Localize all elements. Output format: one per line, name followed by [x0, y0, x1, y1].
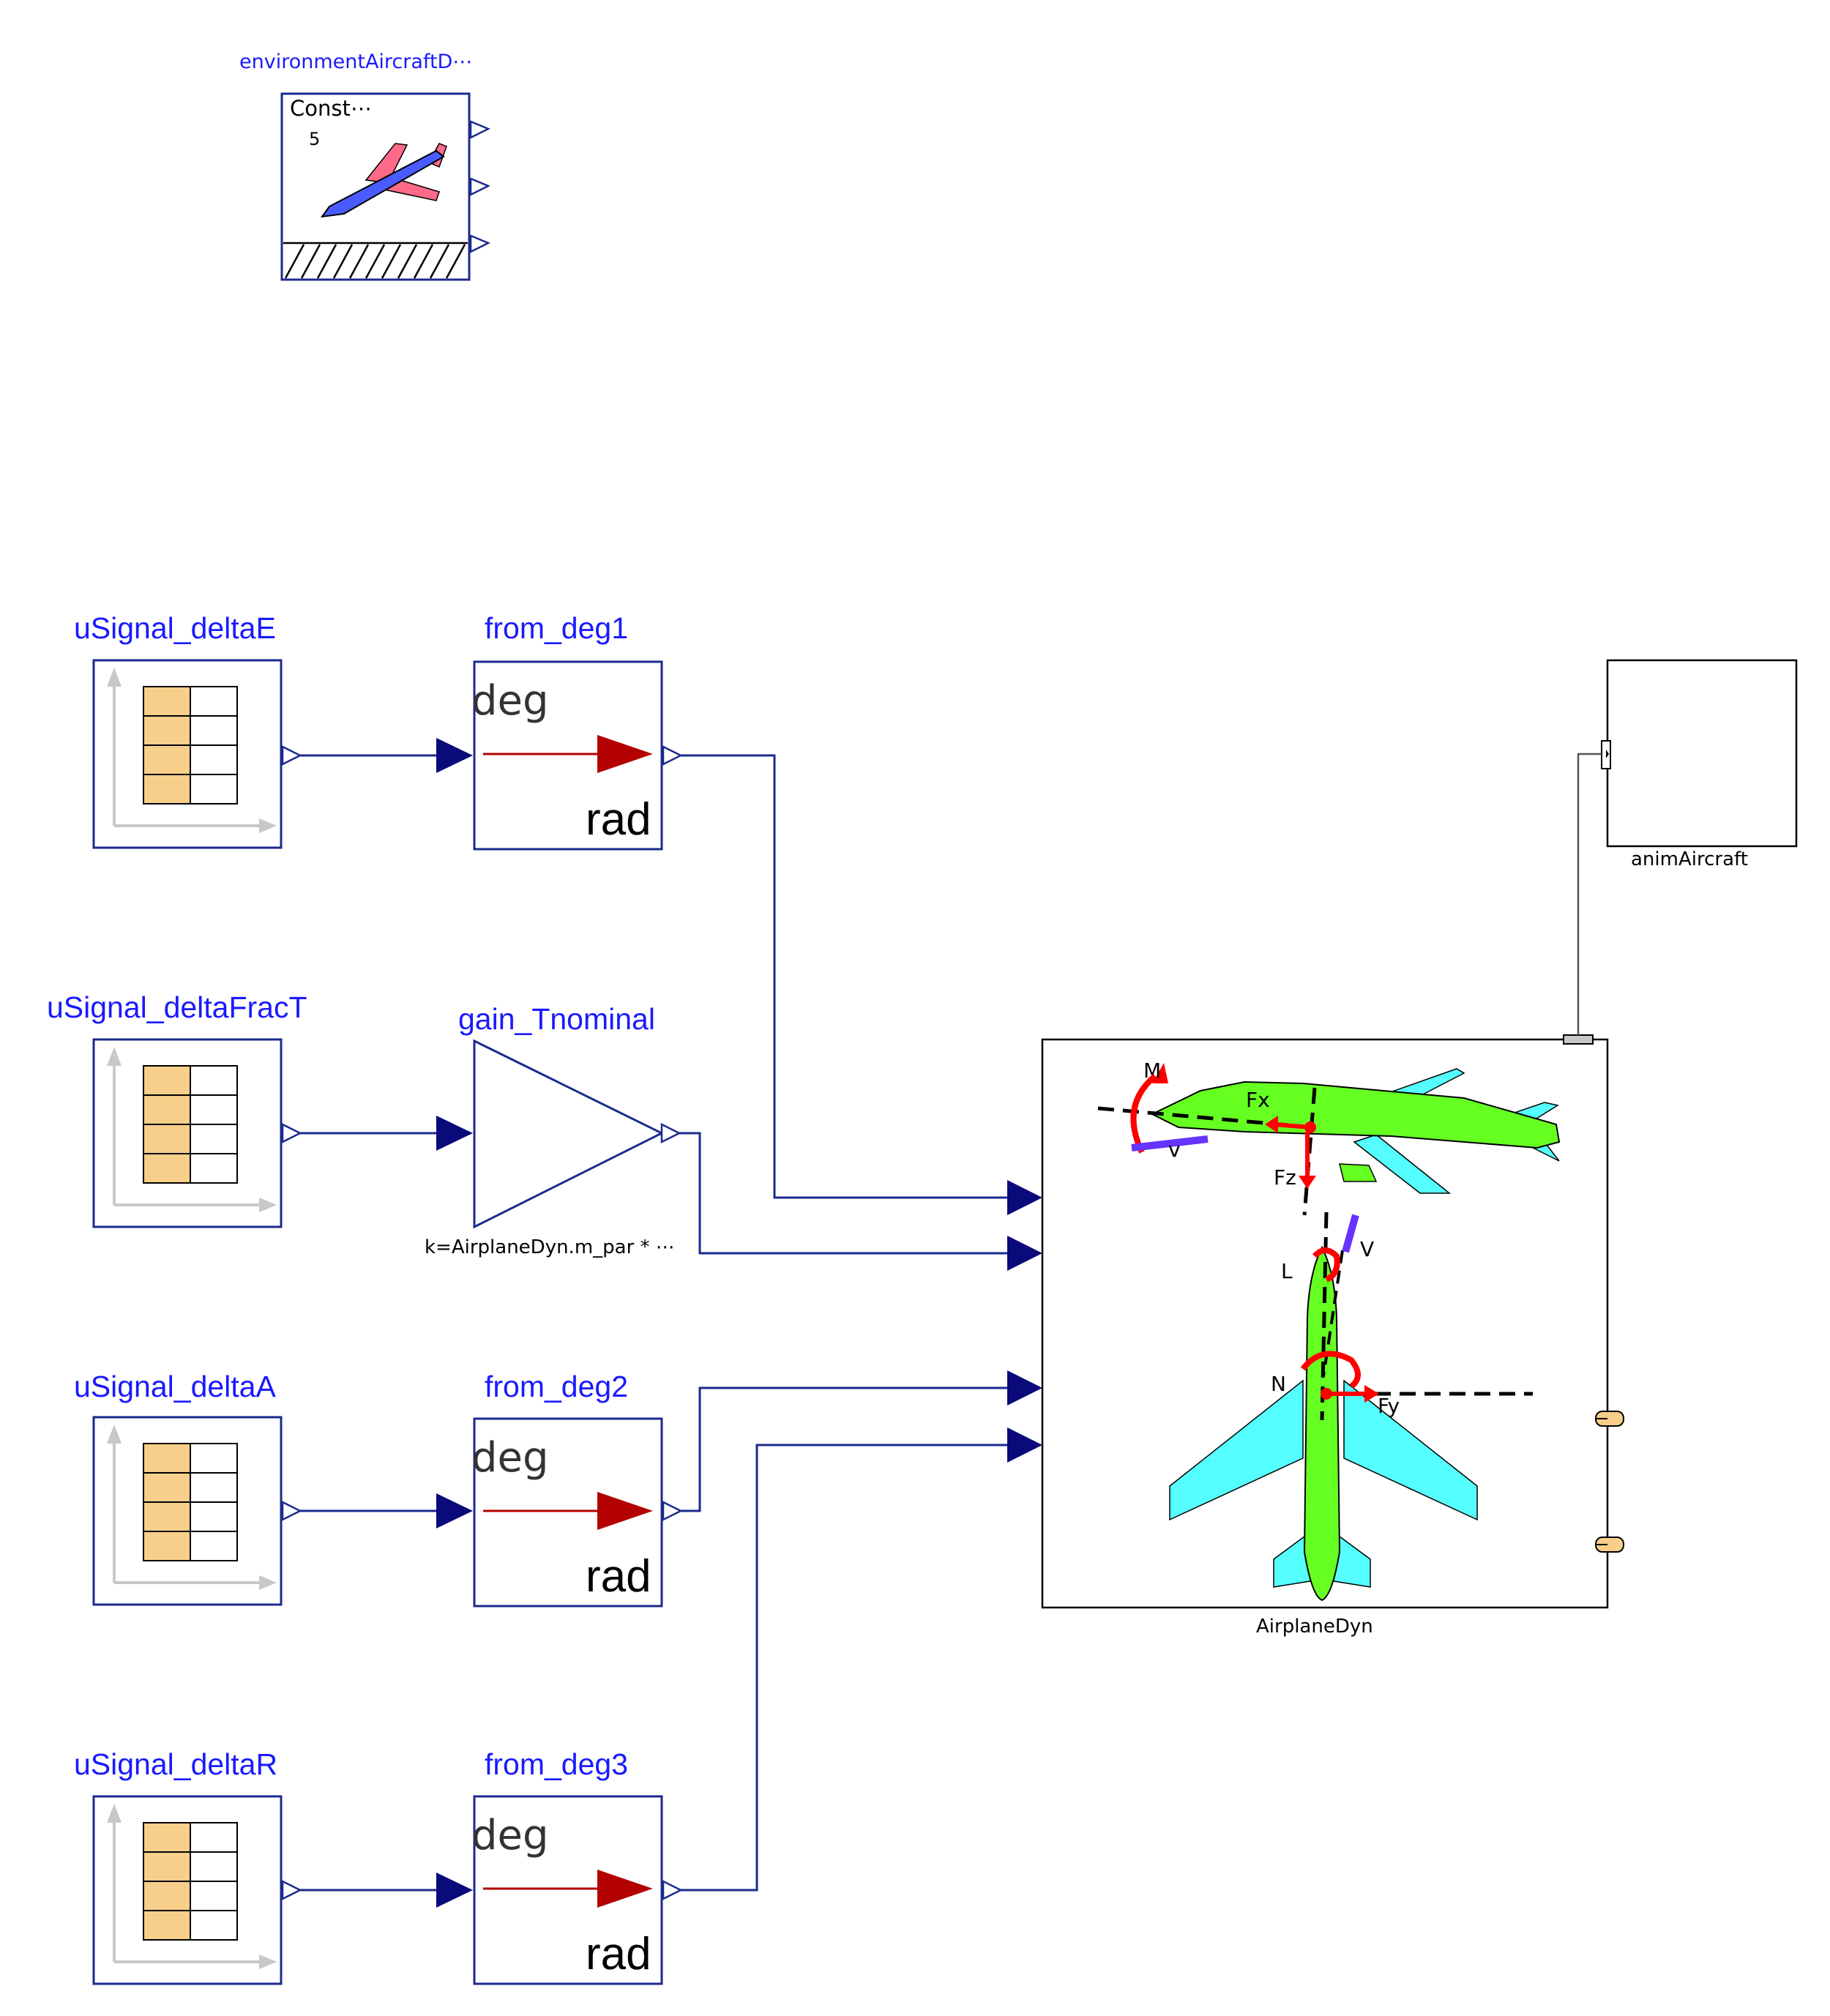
top-view-airplane: V L N Fy — [1169, 1212, 1533, 1602]
anim-connection-wire — [1577, 753, 1602, 1035]
airplane-side-connector-1[interactable] — [1595, 1411, 1624, 1427]
env-output-port-3[interactable] — [469, 234, 491, 254]
converter-block-from-deg2[interactable]: deg rad — [471, 1417, 663, 1608]
converter-label-from-deg2: from_deg2 — [485, 1370, 628, 1403]
signal-block-deltaA[interactable] — [92, 1416, 283, 1606]
converter-block-from-deg1[interactable]: deg rad — [471, 660, 663, 851]
airplane-icon — [320, 143, 447, 218]
force-label-V: V — [1360, 1237, 1374, 1261]
signal-block-deltaR[interactable] — [92, 1795, 283, 1985]
ground-hatch — [283, 242, 468, 279]
gain-output-port[interactable] — [660, 1122, 681, 1144]
converter-out-unit: rad — [586, 1551, 651, 1602]
force-label-L: L — [1281, 1259, 1293, 1283]
airplane-side-connector-2[interactable] — [1595, 1537, 1624, 1553]
converter-output-port-from-deg3[interactable] — [662, 1879, 683, 1901]
airplane-top-connector[interactable] — [1563, 1034, 1594, 1045]
converter-output-port-from-deg2[interactable] — [662, 1500, 683, 1522]
environment-block[interactable]: Const⋯ 5 — [280, 92, 491, 281]
environment-title: environmentAircraftD⋯ — [239, 51, 472, 73]
signal-output-port-deltaR[interactable] — [281, 1879, 302, 1901]
converter-block-from-deg3[interactable]: deg rad — [471, 1795, 663, 1985]
anim-aircraft-block[interactable] — [1606, 659, 1798, 848]
environment-const-sub: 5 — [309, 129, 320, 149]
anim-aircraft-label: animAircraft — [1631, 848, 1748, 870]
signal-wires — [300, 738, 473, 1908]
converter-label-from-deg3: from_deg3 — [485, 1747, 628, 1781]
signal-block-deltaE[interactable] — [92, 659, 283, 849]
side-view-airplane: M Fx v Fz — [1097, 1059, 1561, 1216]
gain-label: gain_Tnominal — [458, 1002, 655, 1036]
force-label-Fx: Fx — [1246, 1088, 1270, 1112]
gain-block[interactable] — [473, 1039, 665, 1229]
converter-in-unit: deg — [471, 677, 549, 725]
signal-output-port-deltaFracT[interactable] — [281, 1122, 302, 1144]
signal-label-deltaA: uSignal_deltaA — [74, 1370, 276, 1403]
converter-out-unit: rad — [586, 1929, 651, 1979]
converter-label-from-deg1: from_deg1 — [485, 611, 628, 645]
force-label-N: N — [1271, 1372, 1286, 1396]
environment-const-label: Const⋯ — [290, 96, 372, 121]
env-output-port-2[interactable] — [469, 177, 491, 197]
force-label-M: M — [1143, 1059, 1161, 1083]
signal-output-port-deltaA[interactable] — [281, 1500, 302, 1522]
force-label-Fy: Fy — [1378, 1394, 1400, 1418]
signal-block-deltaFracT[interactable] — [92, 1038, 283, 1228]
converter-output-port-from-deg1[interactable] — [662, 744, 683, 766]
airplane-input-wires — [679, 754, 1042, 1892]
env-output-port-1[interactable] — [469, 120, 491, 140]
converter-out-unit: rad — [586, 794, 651, 845]
signal-output-port-deltaE[interactable] — [281, 744, 302, 766]
signal-label-deltaE: uSignal_deltaE — [74, 611, 276, 645]
signal-label-deltaFracT: uSignal_deltaFracT — [47, 990, 307, 1024]
anim-port-arrow — [1606, 750, 1609, 758]
airplane-dyn-block[interactable]: M Fx v Fz V L N Fy — [1041, 1034, 1624, 1609]
converter-in-unit: deg — [471, 1812, 549, 1859]
force-label-Fz: Fz — [1274, 1165, 1296, 1190]
gain-param: k=AirplaneDyn.m_par * ⋯ — [425, 1236, 675, 1258]
force-label-v: v — [1168, 1138, 1181, 1162]
airplane-dyn-label: AirplaneDyn — [1256, 1616, 1373, 1638]
signal-label-deltaR: uSignal_deltaR — [74, 1747, 277, 1781]
converter-in-unit: deg — [471, 1434, 549, 1482]
